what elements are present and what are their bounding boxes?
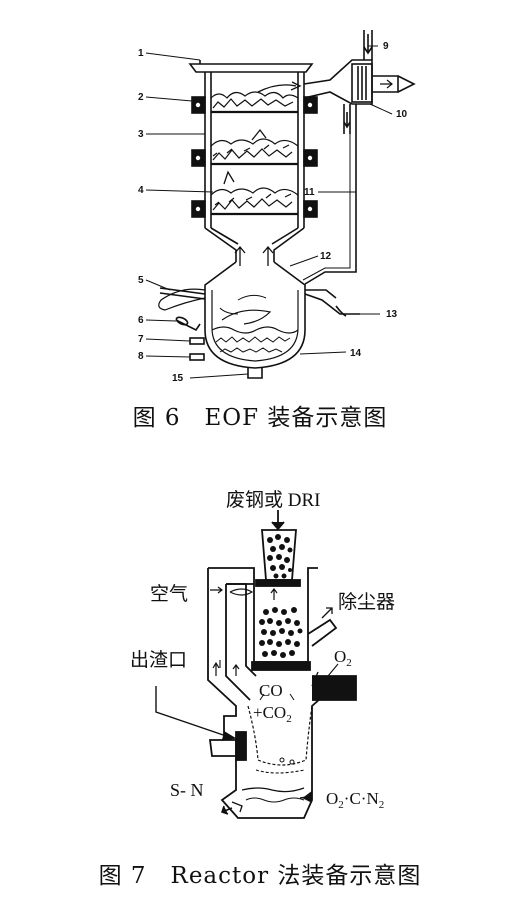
eof-callout-14: 14 xyxy=(350,348,362,359)
figure6-caption: 图 6 EOF 装备示意图 xyxy=(132,405,388,431)
label-o2-top: O2 xyxy=(334,647,352,669)
eof-callout-4: 4 xyxy=(138,185,144,196)
reactor-preheat-charge xyxy=(259,607,303,658)
eof-callout-7: 7 xyxy=(138,334,144,345)
eof-callout-numbers: 1 2 3 4 5 6 7 8 9 10 11 12 13 14 15 xyxy=(138,41,408,384)
eof-scrap-beds xyxy=(210,91,299,216)
eof-inlet-9 xyxy=(363,30,373,60)
label-sn: S- N xyxy=(170,780,204,800)
eof-callout-15: 15 xyxy=(172,373,184,384)
reactor-slag-outlet xyxy=(208,739,237,757)
eof-callout-12: 12 xyxy=(320,251,332,262)
reactor-melt-zone xyxy=(247,705,313,766)
label-o2-c-n2: O2·C·N2 xyxy=(326,789,384,811)
eof-gas-arrows xyxy=(223,81,302,266)
reactor-o2-lance xyxy=(312,675,357,701)
label-co2: +CO2 xyxy=(253,703,292,725)
eof-furnace-shell xyxy=(204,261,306,369)
eof-callout-9: 9 xyxy=(383,41,389,52)
label-feed: 废钢或 DRI xyxy=(226,489,320,511)
reactor-bath xyxy=(245,797,305,803)
eof-tuyere-6 xyxy=(175,319,201,332)
reactor-dust-pipe xyxy=(307,618,338,647)
label-slag-outlet: 出渣口 xyxy=(130,649,187,671)
eof-callout-8: 8 xyxy=(138,351,144,362)
reactor-diagram xyxy=(155,510,357,819)
eof-diagram xyxy=(145,30,416,379)
eof-callout-13: 13 xyxy=(386,309,398,320)
eof-callout-6: 6 xyxy=(138,315,144,326)
eof-callout-5: 5 xyxy=(138,275,144,286)
label-co: CO xyxy=(259,681,283,700)
eof-return-pipe-11 xyxy=(304,104,357,285)
reactor-feed-charge xyxy=(267,534,293,579)
label-air: 空气 xyxy=(150,583,188,605)
eof-callout-3: 3 xyxy=(138,129,144,140)
eof-leaders xyxy=(145,45,393,379)
label-dust-collector: 除尘器 xyxy=(338,591,395,613)
eof-callout-10: 10 xyxy=(396,109,408,120)
figure7-caption: 图 7 Reactor 法装备示意图 xyxy=(98,863,422,889)
eof-top-cover xyxy=(188,63,314,73)
reactor-labels: 废钢或 DRI 空气 除尘器 出渣口 O2 CO +CO2 S- N O2·C·… xyxy=(130,489,395,811)
reactor-outer-shell xyxy=(207,568,331,819)
eof-callout-11: 11 xyxy=(304,187,315,198)
eof-callout-2: 2 xyxy=(138,92,144,103)
eof-pipe-13 xyxy=(304,293,360,315)
eof-callout-1: 1 xyxy=(138,48,144,59)
eof-melt-bath xyxy=(211,326,299,334)
